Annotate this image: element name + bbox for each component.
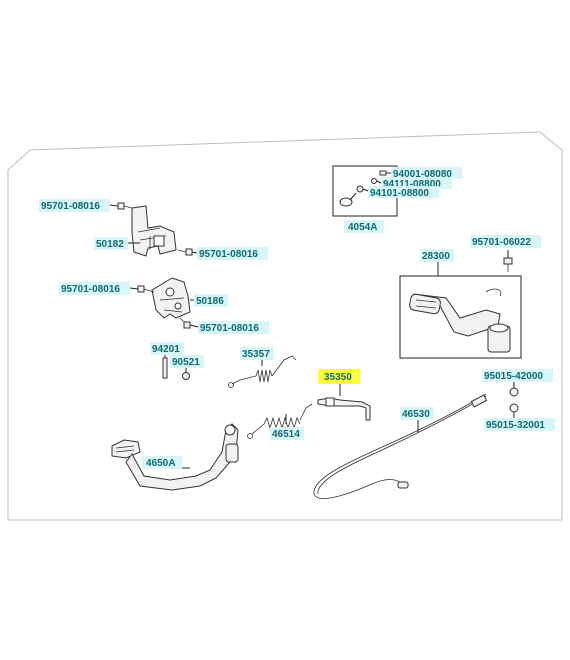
- brake-pedal-4650A: [111, 423, 239, 491]
- label-bg: [59, 282, 130, 295]
- label-bg: [39, 199, 110, 212]
- part-label-28300: 28300: [422, 251, 450, 262]
- clip-90521: [182, 366, 190, 380]
- bolt-95701-06022: [503, 250, 513, 272]
- label-bg: [391, 167, 462, 179]
- part-label-95015-32001: 95015-32001: [486, 420, 545, 431]
- part-label-50186: 50186: [196, 296, 224, 307]
- bolt-95701-08016-d: [179, 317, 199, 329]
- part-label-94111-08800: 94111-08800: [383, 179, 441, 190]
- part-label-4650A: 4650A: [146, 458, 175, 469]
- shift-pedal-28300: [409, 288, 511, 353]
- bolt-95701-08016-c: [129, 285, 155, 293]
- part-label-94001-08080: 94001-08080: [393, 169, 452, 180]
- nut-95015-32001: [509, 403, 519, 418]
- label-bg: [270, 427, 304, 440]
- label-bg: [400, 407, 434, 420]
- label-bg: [94, 237, 128, 250]
- part-label-4054A: 4054A: [348, 222, 377, 233]
- label-bg: [198, 321, 269, 334]
- part-label-94101-08800: 94101-08800: [370, 188, 429, 199]
- part-label-46530: 46530: [402, 409, 430, 420]
- label-bg: [344, 220, 384, 233]
- label-bg: [240, 347, 274, 360]
- label-bg: [484, 418, 555, 431]
- bolt-95701-08016-b: [177, 248, 198, 256]
- bracket-50186: [151, 277, 191, 319]
- part-label-95701-08016-c: 95701-08016: [61, 284, 120, 295]
- part-label-95015-42000: 95015-42000: [484, 371, 543, 382]
- part-label-90521: 90521: [172, 357, 200, 368]
- label-bg: [420, 249, 454, 262]
- kit-box-28300: [399, 275, 522, 359]
- label-bg: [170, 355, 204, 368]
- part-label-95701-06022: 95701-06022: [472, 237, 531, 248]
- bolt-95701-08016-a: [109, 202, 133, 210]
- part-label-95701-08016-a: 95701-08016: [41, 201, 100, 212]
- kit-parts-4054A: [339, 170, 392, 207]
- label-bg: [197, 247, 268, 260]
- part-label-50182: 50182: [96, 239, 124, 250]
- highlight-bg-35350: [318, 369, 360, 384]
- part-label-35350: 35350: [324, 372, 352, 383]
- part-label-95701-08016-d: 95701-08016: [200, 323, 259, 334]
- rod-35350: [317, 384, 371, 421]
- label-bg: [194, 294, 228, 307]
- label-bg: [482, 369, 553, 382]
- diagram-frame: [7, 131, 563, 521]
- spring-35357: [228, 355, 297, 388]
- label-bg: [150, 342, 184, 355]
- part-label-35357: 35357: [242, 349, 270, 360]
- bracket-50182: [131, 205, 177, 257]
- label-bg: [142, 456, 182, 469]
- label-bg: [470, 235, 541, 248]
- pin-94201: [162, 352, 168, 379]
- part-label-95701-08016-b: 95701-08016: [199, 249, 258, 260]
- part-label-46514: 46514: [272, 429, 300, 440]
- nut-95015-42000: [509, 382, 519, 397]
- part-label-94201: 94201: [152, 344, 180, 355]
- cable-46530: [313, 393, 488, 499]
- label-bg: [368, 186, 439, 198]
